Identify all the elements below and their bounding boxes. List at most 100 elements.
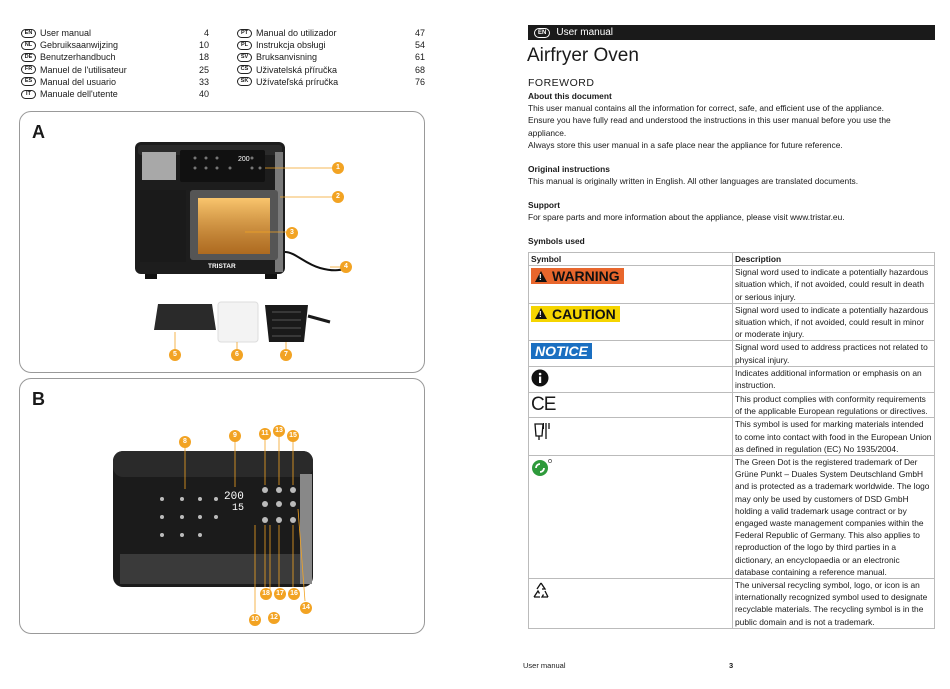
language-entry: FR Manuel de l'utilisateur 25 [21,64,209,76]
about-line: Ensure you have fully read and understoo… [528,115,891,126]
language-entry: DE Benutzerhandbuch 18 [21,51,209,63]
caution-sign: CAUTION [531,305,620,322]
callout-2: 2 [332,191,344,203]
language-code-badge: EN [21,28,36,38]
column-header-description: Description [732,251,935,267]
figure-b-time: 15 [232,503,244,514]
airfryer-oven-illustration: 200 TRISTAR [135,142,349,349]
language-name: Bruksanvisning [256,52,318,63]
table-header-row: Symbol Description [528,251,935,267]
symbol-description: The Green Dot is the registered trademar… [732,455,935,580]
language-name: Užívateľská príručka [256,76,339,87]
language-entry: SK Užívateľská príručka 76 [237,76,425,88]
language-page-number: 25 [198,64,209,75]
table-row: CAUTION Signal word used to indicate a p… [528,302,935,342]
about-line: Always store this user manual in a safe … [528,139,843,150]
brand-logo: TRISTAR [208,263,236,270]
language-name: Uživatelská příručka [256,64,338,75]
language-code-badge: NL [21,40,36,50]
language-page-number: 10 [198,40,209,51]
symbol-description: This symbol is used for marking material… [732,417,935,457]
language-name: Benutzerhandbuch [40,52,116,63]
language-page-number: 47 [414,28,425,38]
support-section: Support For spare parts and more informa… [528,199,935,223]
page-title: Airfryer Oven [527,45,639,66]
language-code-badge: CS [237,65,252,75]
language-entry: PT Manual do utilizador 47 [237,27,425,39]
ce-mark-icon: CE [531,394,556,416]
language-code-badge: ES [21,77,36,87]
foreword-heading: FOREWORD [528,77,595,89]
language-entry: NL Gebruiksaanwijzing 10 [21,39,209,51]
language-code-badge: FR [21,65,36,75]
table-row: This symbol is used for marking material… [528,417,935,457]
language-name: Gebruiksaanwijzing [40,40,119,51]
symbol-description: Signal word used to indicate a potential… [732,302,935,342]
support-text: For spare parts and more information abo… [528,212,845,223]
symbols-table: Symbol Description WARNING Signal word u… [528,251,935,629]
food-contact-icon [534,423,550,441]
language-page-number: 33 [198,76,209,87]
callout-7: 7 [280,349,292,361]
footer-label: User manual [523,661,566,670]
page-number: 3 [729,661,734,670]
language-page-number: 61 [414,52,425,63]
original-section: Original instructions This manual is ori… [528,163,935,187]
figure-b-temp: 200 [224,491,244,503]
symbol-description: This product complies with conformity re… [732,392,935,419]
info-icon [531,369,549,387]
callout-12: 12 [268,612,280,624]
language-name: Manual do utilizador [256,28,337,38]
language-entry: SV Bruksanvisning 61 [237,51,425,63]
language-page-number: 40 [198,88,209,99]
language-code-badge: SK [237,77,252,87]
about-line: This user manual contains all the inform… [528,103,884,114]
symbol-description: Indicates additional information or emph… [732,365,935,394]
language-name: User manual [40,28,92,38]
language-code-badge: PL [237,40,252,50]
language-name: Instrukcja obsługi [256,40,326,51]
callout-11: 11 [259,428,271,440]
table-row: The universal recycling symbol, logo, or… [528,578,935,629]
table-row: CE This product complies with conformity… [528,392,935,419]
column-header-symbol: Symbol [528,251,733,267]
callout-5: 5 [169,349,181,361]
section-header-label: User manual [556,27,614,38]
language-code-badge: SV [237,52,252,62]
language-name: Manuel de l'utilisateur [40,64,127,75]
language-name: Manuale dell'utente [40,88,118,99]
symbol-description: Signal word used to address practices no… [732,340,935,367]
figure-a-display: 200 [238,156,250,163]
symbols-heading: Symbols used [528,236,585,246]
language-code-badge: IT [21,89,36,99]
language-code-badge: PT [237,28,252,38]
language-entry: CS Uživatelská příručka 68 [237,64,425,76]
language-page-number: 68 [414,64,425,75]
callout-6: 6 [231,349,243,361]
table-row: WARNING Signal word used to indicate a p… [528,265,935,304]
language-page-number: 18 [198,52,209,63]
callout-3: 3 [286,227,298,239]
notice-sign: NOTICE [531,343,592,360]
table-row: The Green Dot is the registered trademar… [528,455,935,580]
table-row: NOTICE Signal word used to address pract… [528,340,935,367]
control-panel-illustration: 200 15 [113,437,313,613]
section-header-bar: EN User manual [528,25,935,40]
green-dot-icon [532,459,552,477]
callout-4: 4 [340,261,352,273]
callout-16: 16 [288,588,300,600]
symbol-description: The universal recycling symbol, logo, or… [732,578,935,629]
recycling-icon [533,582,549,598]
language-entry: IT Manuale dell'utente 40 [21,88,209,100]
callout-15: 15 [287,430,299,442]
language-name: Manual del usuario [40,76,117,87]
language-page-number: 54 [414,40,425,51]
callout-18: 18 [260,588,272,600]
figure-letter: B [32,389,45,409]
language-page-number: 76 [414,76,425,87]
callout-14: 14 [300,602,312,614]
language-code-badge: DE [21,52,36,62]
